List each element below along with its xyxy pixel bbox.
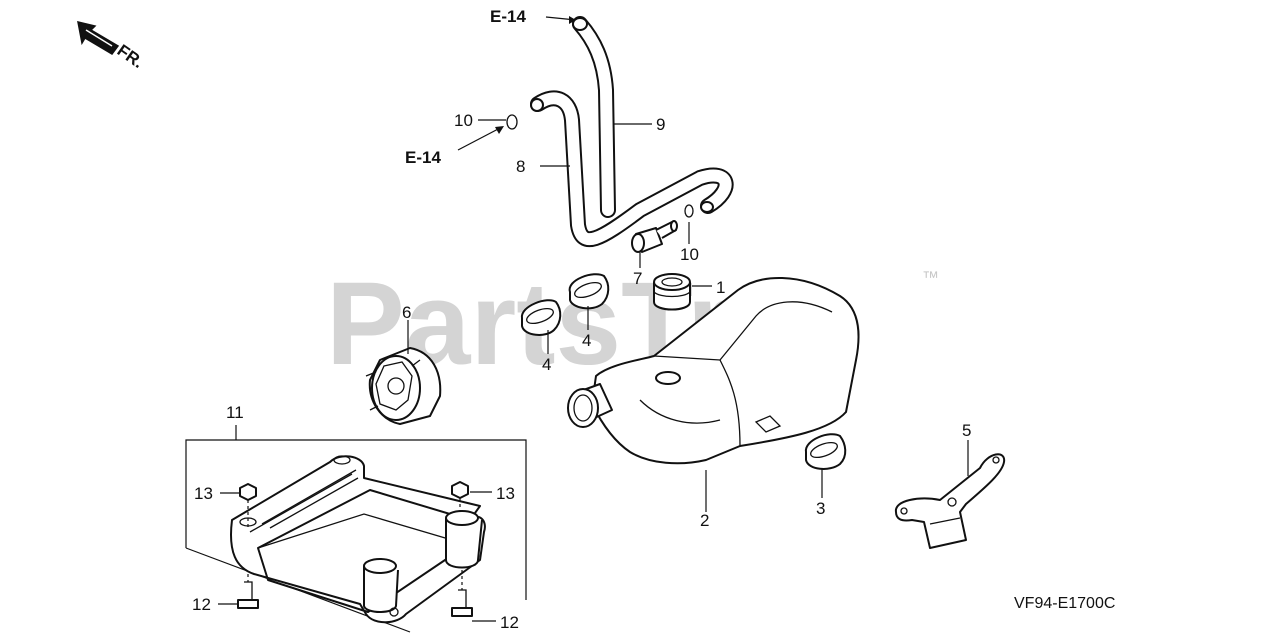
bolt-12-left: [237, 581, 259, 609]
grommet-4-left: [521, 299, 562, 336]
callout-8: 8: [516, 157, 525, 176]
callout-13-left: 13: [194, 484, 213, 503]
clip-10-left: [506, 114, 518, 130]
callout-12-right: 12: [500, 613, 519, 632]
callout-3: 3: [816, 499, 825, 518]
bushing-1: [653, 273, 691, 311]
reference-e14-left: E-14: [405, 148, 441, 167]
callout-7: 7: [633, 269, 642, 288]
callout-11: 11: [226, 403, 244, 422]
callout-12-left: 12: [192, 595, 211, 614]
front-direction-arrow-icon: [77, 21, 120, 55]
hose-8: [530, 90, 734, 248]
fuel-tank-2: [567, 276, 860, 465]
joint-7: [631, 220, 678, 253]
callout-4-left: 4: [542, 355, 551, 374]
fuel-cap-6: [365, 347, 442, 425]
bracket-5: [895, 453, 1006, 549]
nut-13-right: [451, 481, 469, 499]
grommet-4-right: [568, 273, 610, 310]
watermark-trademark: ™: [922, 268, 939, 287]
callout-1: 1: [716, 278, 725, 297]
diagram-code: VF94-E1700C: [1014, 595, 1115, 612]
reference-e14-top: E-14: [490, 7, 526, 26]
assembly-11-bracket: [185, 439, 527, 548]
callout-6: 6: [402, 303, 411, 322]
callout-5: 5: [962, 421, 971, 440]
clip-10-right: [684, 204, 694, 218]
nut-13-left: [239, 483, 257, 501]
tube-9: [572, 16, 616, 218]
callout-10-left: 10: [454, 111, 473, 130]
callout-2: 2: [700, 511, 709, 530]
callout-13-right: 13: [496, 484, 515, 503]
bolt-12-right: [451, 589, 473, 617]
callout-9: 9: [656, 115, 665, 134]
grommet-3: [805, 433, 847, 470]
callout-4-right: 4: [582, 331, 591, 350]
callout-10-right: 10: [680, 245, 699, 264]
tank-tray-11: [230, 455, 486, 624]
front-direction-label: FR.: [114, 41, 147, 72]
